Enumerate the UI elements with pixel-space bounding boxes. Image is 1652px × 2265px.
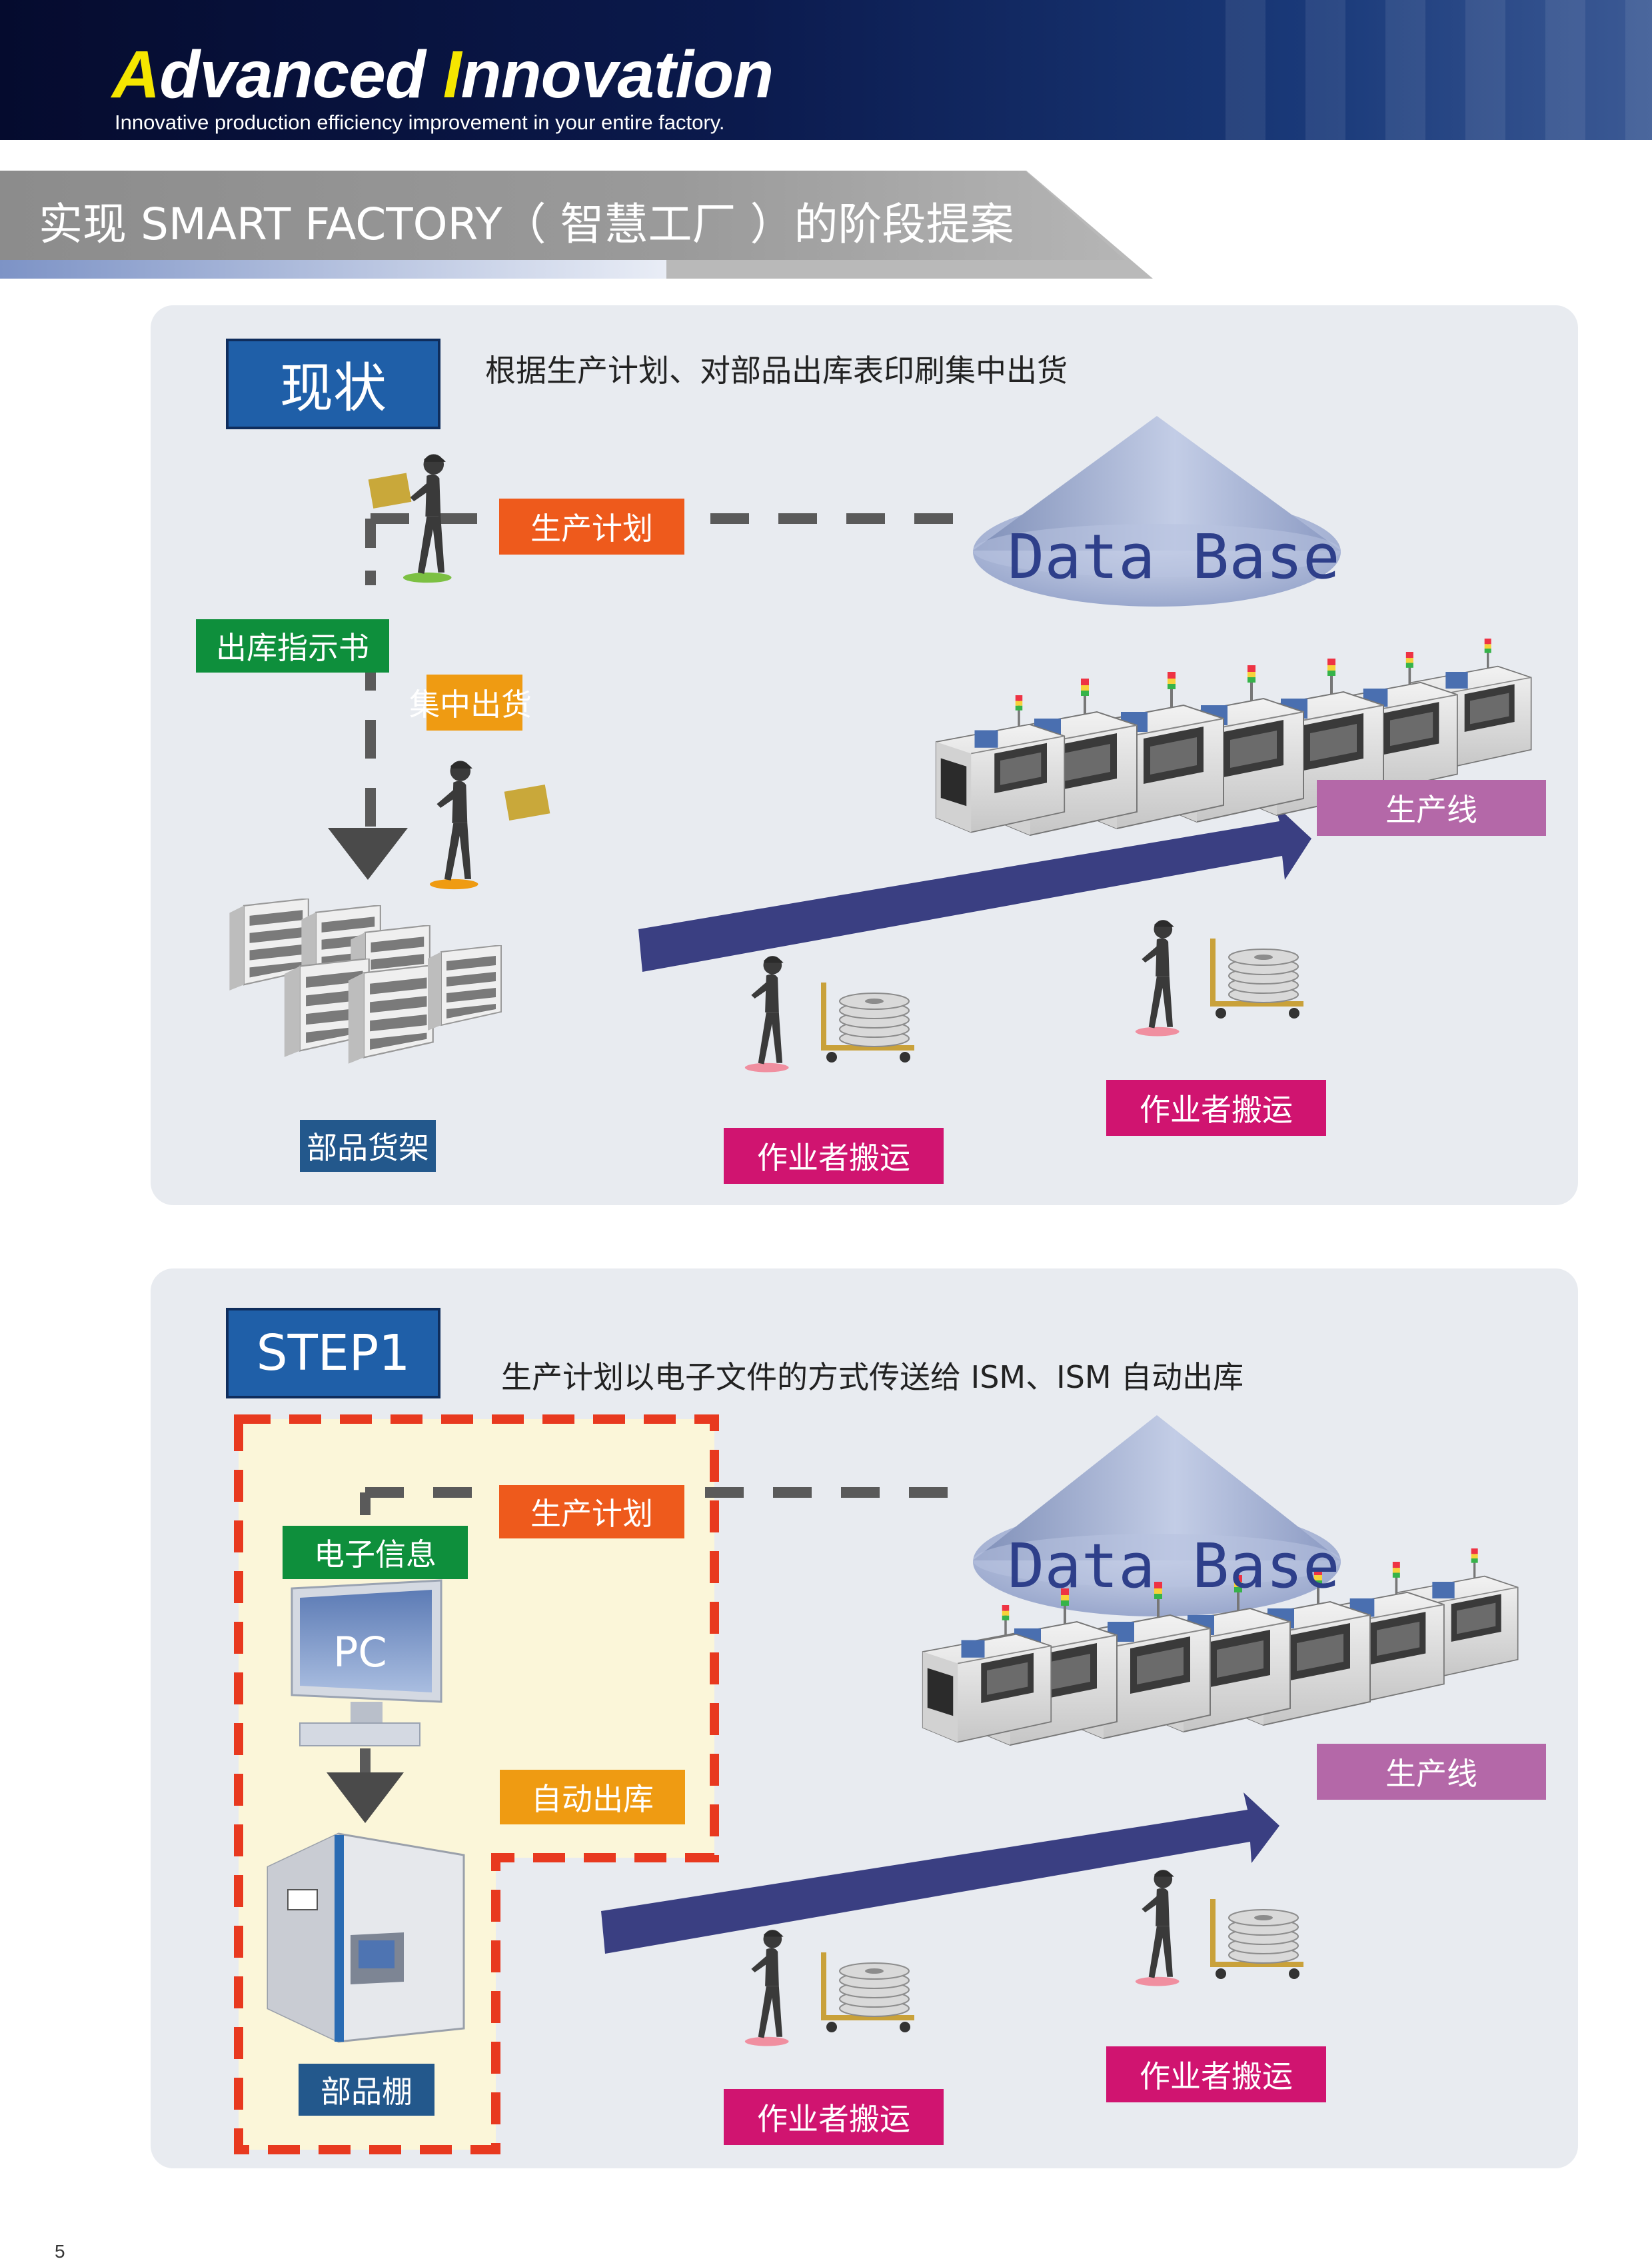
current-state-tag: 现状 [226,339,440,429]
step1-worker-transport-label-1: 作业者搬运 [724,2089,944,2145]
batch-shipment-text: 集中出货 [409,687,532,723]
header-banner [0,0,1652,140]
shipping-instruction-label: 出库指示书 [196,619,389,673]
step1-database-label: Data Base [1008,1530,1340,1602]
step1-production-line-label: 生产线 [1317,1744,1546,1800]
brand-title: Advanced Innovation [112,41,774,108]
database-label: Data Base [1008,521,1340,593]
batch-shipment-label: 集中出货 [409,675,532,731]
step1-worker-transport-label-2: 作业者搬运 [1106,2046,1326,2102]
brand-word-2: nnovation [460,37,774,112]
step1-flow-diagram [267,1415,1519,2046]
step1-description: 生产计划以电子文件的方式传送给 ISM、ISM 自动出库 [501,1359,1244,1395]
parts-shelf-label: 部品棚 [299,2064,434,2116]
production-line-label: 生产线 [1317,780,1546,836]
electronic-info-label: 电子信息 [283,1526,468,1579]
brand-initial-i: I [442,37,462,112]
auto-shipment-label: 自动出库 [500,1770,685,1824]
pc-screen-label: PC [333,1628,387,1676]
brand-initial-a: A [112,37,160,112]
current-description: 根据生产计划、对部品出库表印刷集中出货 [485,353,1068,389]
production-plan-label: 生产计划 [499,499,684,555]
step1-tag: STEP1 [226,1308,440,1398]
page-number: 5 [55,2241,65,2262]
section-title-bar [0,171,1153,279]
worker-transport-label-1: 作业者搬运 [724,1128,944,1184]
worker-transport-label-2: 作业者搬运 [1106,1080,1326,1136]
banner-decoration [1186,0,1652,140]
parts-rack-label: 部品货架 [300,1120,436,1172]
current-flow-diagram [229,416,1532,1073]
section-title: 实现 SMART FACTORY（ 智慧工厂 ）的阶段提案 [39,199,1014,250]
brand-tagline: Innovative production efficiency improve… [115,111,725,134]
step1-production-plan-label: 生产计划 [499,1485,684,1538]
brand-word-1: dvanced [159,37,443,112]
